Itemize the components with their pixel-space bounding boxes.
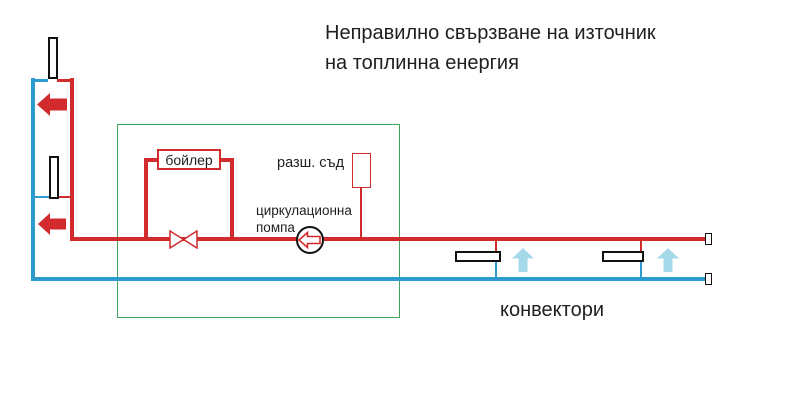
mid-connector-hot-pipe [58,196,71,198]
valve-bowtie-icon [169,230,198,249]
top-connector-hot-pipe [57,79,71,82]
title-line-1: Неправилно свързване на източник [325,22,656,44]
convector-1-hot-riser-pipe [495,239,497,254]
convector-2-hot-riser-pipe [640,239,642,254]
pump-label-line-2: помпа [256,220,295,235]
pump-label-line-1: циркулационна [256,203,352,218]
expansion-vessel-icon [352,153,371,188]
expansion-vessel-stem-pipe [360,187,362,238]
convector-1-cold-riser-pipe [495,258,497,278]
pipe-end-cap-icon-hot [705,233,712,245]
hot-main-pipe [70,237,706,241]
circulation-pump-icon [296,226,324,254]
top-connector-cold-pipe [34,79,48,82]
convector-icon-1 [455,251,501,262]
convector-2-cold-riser-pipe [640,258,642,278]
boiler-label: бойлер [165,151,213,168]
convector-icon-2 [602,251,644,262]
cold-main-pipe [31,277,706,281]
boiler-loop-left-pipe [144,158,148,241]
expansion-vessel-label: разш. съд [277,155,345,171]
flow-arrow-up-icon-2 [657,248,679,272]
flow-arrow-left-icon-bottom [38,213,66,235]
diagram-title: Неправилно свързване на източник на топл… [325,18,656,78]
pipe-end-cap-icon-cold [705,273,712,285]
boiler-loop-right-pipe [230,158,234,241]
mid-connector-cold-pipe [34,196,49,198]
convectors-label: конвектори [500,299,604,321]
flow-arrow-left-icon-top [37,93,67,116]
radiator-element-icon-top [48,37,58,79]
cold-riser-pipe [31,78,35,281]
title-line-2: на топлинна енергия [325,52,519,74]
flow-arrow-up-icon-1 [512,248,534,272]
hot-riser-pipe [70,78,74,241]
boiler-box: бойлер [157,149,221,170]
pump-label: циркулационна помпа [256,202,352,236]
radiator-element-icon-middle [49,156,59,199]
system-boundary-box [117,124,400,318]
